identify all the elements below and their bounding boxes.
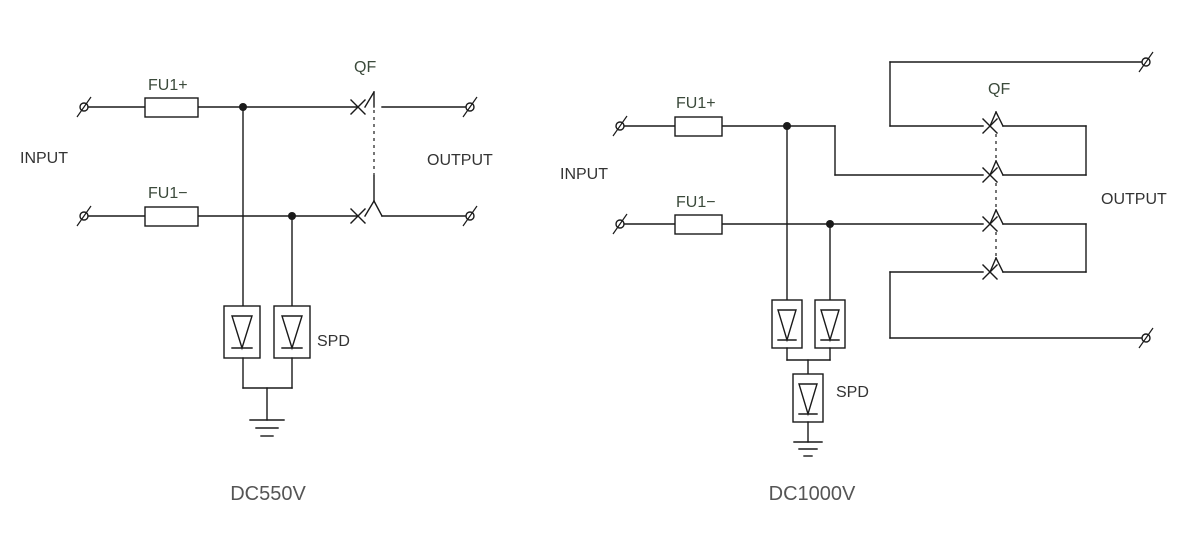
dc1000v-diagram: INPUT OUTPUT FU1+ FU1− QF SPD DC1000V <box>560 51 1167 505</box>
right-input-terminal-pos <box>612 115 628 137</box>
right-fuse-neg-label: FU1− <box>676 194 716 211</box>
left-caption: DC550V <box>230 483 306 505</box>
left-fuse-pos <box>144 97 199 118</box>
left-input-label: INPUT <box>20 150 68 167</box>
left-breaker-label: QF <box>354 59 376 76</box>
right-output-terminal-bottom <box>1138 327 1154 349</box>
right-spd-3 <box>792 373 824 423</box>
left-output-terminal-pos <box>462 96 478 118</box>
left-input-terminal-pos <box>76 96 92 118</box>
right-output-terminal-top <box>1138 51 1154 73</box>
right-breaker <box>982 111 1004 280</box>
right-breaker-label: QF <box>988 81 1010 98</box>
right-ground-icon <box>793 421 823 457</box>
right-input-label: INPUT <box>560 166 608 183</box>
right-output-bottom-wiring <box>889 223 1147 339</box>
left-fuse-pos-label: FU1+ <box>148 77 188 94</box>
right-fuse-pos <box>674 116 723 137</box>
left-output-terminal-neg <box>462 205 478 227</box>
right-spd-label: SPD <box>836 384 869 401</box>
right-spd-2 <box>814 299 846 349</box>
right-caption: DC1000V <box>769 483 856 505</box>
left-spd-2 <box>273 305 311 359</box>
dc550v-diagram: INPUT OUTPUT FU1+ FU1− QF SPD DC550V <box>20 59 493 505</box>
right-input-terminal-neg <box>612 213 628 235</box>
right-fuse-neg <box>674 214 723 235</box>
left-fuse-neg-label: FU1− <box>148 185 188 202</box>
right-fuse-pos-label: FU1+ <box>676 95 716 112</box>
right-output-label: OUTPUT <box>1101 191 1167 208</box>
left-breaker <box>350 91 383 224</box>
left-ground-icon <box>242 357 293 437</box>
left-spd-label: SPD <box>317 333 350 350</box>
left-spd-1 <box>223 305 261 359</box>
right-output-top-wiring <box>889 61 1147 176</box>
left-input-terminal-neg <box>76 205 92 227</box>
right-positive-line <box>619 125 984 176</box>
left-fuse-neg <box>144 206 199 227</box>
left-output-label: OUTPUT <box>427 152 493 169</box>
right-spd-1 <box>771 299 803 349</box>
